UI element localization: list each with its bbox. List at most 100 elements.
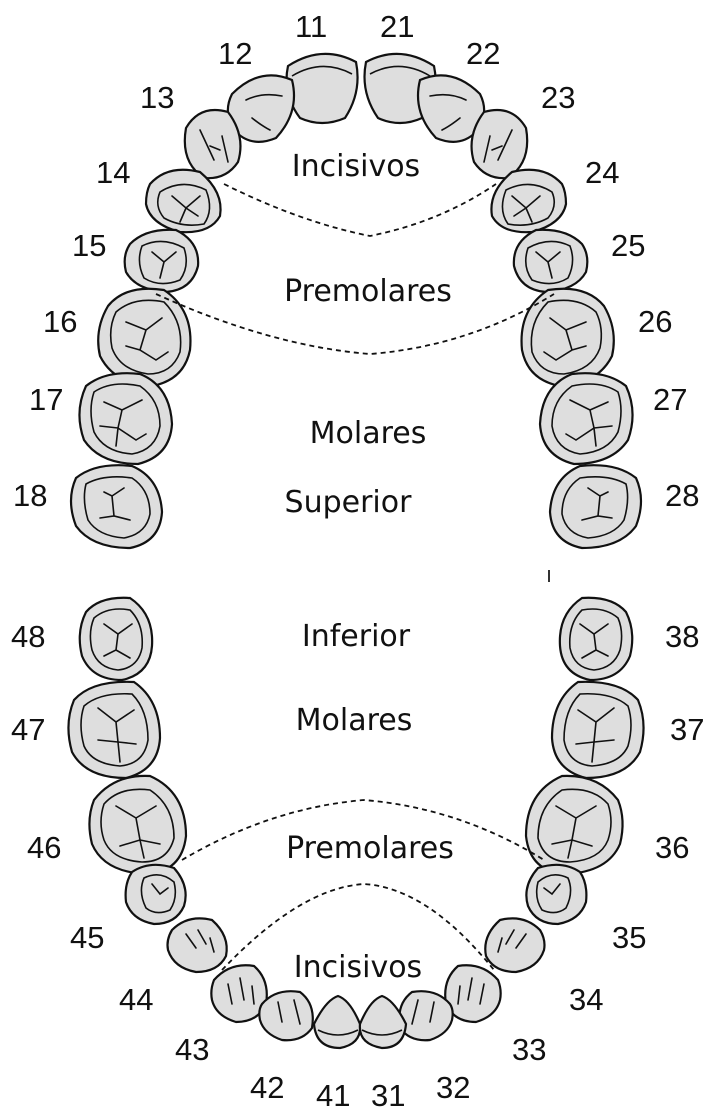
label-upper-incisors: Incisivos <box>292 149 420 184</box>
tooth-14-inner <box>156 183 211 226</box>
tooth-33-groove <box>457 977 485 1005</box>
tooth-37-inner <box>563 692 632 767</box>
tooth-36-inner <box>537 788 612 863</box>
tooth-number-25: 25 <box>611 228 645 263</box>
tooth-number-41: 41 <box>316 1078 350 1109</box>
tooth-25-fissure <box>535 251 561 279</box>
tooth-38-inner <box>568 608 623 671</box>
tooth-22-groove <box>429 93 467 131</box>
tooth-44-groove <box>185 929 215 953</box>
tooth-31 <box>358 994 408 1050</box>
upper-incisor-premolar-divider <box>223 183 497 237</box>
tooth-13-groove <box>199 129 229 163</box>
tooth-26-inner <box>530 299 603 375</box>
tooth-48-fissure <box>103 623 133 659</box>
tooth-12-groove <box>245 93 283 131</box>
tooth-11 <box>285 52 359 125</box>
lower-arch <box>67 596 645 1050</box>
tooth-43-groove <box>227 977 255 1005</box>
tooth-42-groove <box>277 999 301 1025</box>
tooth-24-fissure <box>511 195 541 223</box>
tooth-number-14: 14 <box>96 155 130 190</box>
tooth-47-inner <box>80 692 149 767</box>
tooth-number-37: 37 <box>670 712 704 747</box>
upper-arch <box>69 52 643 550</box>
tooth-number-42: 42 <box>250 1070 284 1105</box>
tooth-number-26: 26 <box>638 304 672 339</box>
tooth-24 <box>490 168 568 234</box>
tooth-46-fissure <box>115 805 161 859</box>
tooth-17-inner <box>90 383 161 455</box>
tooth-number-27: 27 <box>653 382 687 417</box>
tooth-23 <box>470 108 529 180</box>
tooth-31-edge <box>361 1029 403 1036</box>
tooth-45-fissure <box>151 883 169 896</box>
tooth-number-15: 15 <box>72 228 106 263</box>
label-lower-premolars: Premolares <box>286 831 454 866</box>
tooth-28-inner <box>561 476 629 539</box>
tooth-26-fissure <box>543 317 587 361</box>
tooth-number-21: 21 <box>380 9 414 44</box>
tooth-16-fissure <box>125 317 169 361</box>
tooth-14 <box>144 168 222 234</box>
tooth-number-47: 47 <box>11 712 45 747</box>
tooth-numbers: 11 21 12 22 13 23 14 24 15 25 16 26 17 2… <box>11 9 704 1109</box>
tooth-27-inner <box>551 383 622 455</box>
tooth-number-46: 46 <box>27 830 61 865</box>
tooth-number-35: 35 <box>612 920 646 955</box>
tooth-number-18: 18 <box>13 478 47 513</box>
tooth-number-32: 32 <box>436 1070 470 1105</box>
label-upper-molars: Molares <box>310 416 427 451</box>
label-upper-jaw: Superior <box>285 485 413 520</box>
tooth-17-fissure <box>99 399 147 447</box>
upper-premolar-molar-divider <box>155 293 555 355</box>
tooth-number-13: 13 <box>140 80 174 115</box>
tooth-15-inner <box>138 240 188 285</box>
tooth-16-inner <box>109 299 182 375</box>
tooth-38-fissure <box>579 623 609 659</box>
tooth-47 <box>67 680 162 780</box>
tooth-32 <box>398 990 454 1042</box>
tooth-34 <box>484 917 546 974</box>
tooth-number-36: 36 <box>655 830 689 865</box>
tooth-number-43: 43 <box>175 1032 209 1067</box>
tooth-18-fissure <box>99 487 131 521</box>
tooth-number-23: 23 <box>541 80 575 115</box>
tooth-48-inner <box>89 608 144 671</box>
label-upper-premolars: Premolares <box>284 274 452 309</box>
tooth-35-fissure <box>543 883 561 896</box>
tooth-41 <box>312 994 362 1050</box>
label-lower-incisors: Incisivos <box>294 950 422 985</box>
tooth-35-inner <box>535 874 572 914</box>
tooth-number-17: 17 <box>29 382 63 417</box>
tooth-45-inner <box>140 874 177 914</box>
tooth-37-fissure <box>575 707 615 763</box>
tooth-number-34: 34 <box>569 982 603 1017</box>
tooth-number-11: 11 <box>295 9 327 44</box>
tooth-25-inner <box>524 240 574 285</box>
label-lower-jaw: Inferior <box>302 619 411 654</box>
tooth-27-fissure <box>565 399 613 447</box>
tooth-47-fissure <box>97 707 137 763</box>
tooth-number-16: 16 <box>43 304 77 339</box>
tooth-34-groove <box>497 929 527 953</box>
tooth-number-12: 12 <box>218 36 252 71</box>
tooth-46-inner <box>100 788 175 863</box>
tooth-25 <box>512 228 589 294</box>
tooth-18-inner <box>83 476 151 539</box>
tooth-number-31: 31 <box>371 1078 405 1109</box>
tooth-43 <box>210 964 268 1024</box>
tooth-42 <box>258 990 314 1042</box>
tooth-number-44: 44 <box>119 982 153 1017</box>
tooth-14-fissure <box>171 195 201 223</box>
tooth-24-inner <box>501 183 556 226</box>
tooth-11-edge <box>291 65 353 77</box>
tooth-number-38: 38 <box>665 619 699 654</box>
tooth-36-fissure <box>551 805 597 859</box>
tooth-number-45: 45 <box>70 920 104 955</box>
tooth-15 <box>123 228 200 294</box>
tooth-17 <box>78 372 174 466</box>
tooth-41-edge <box>317 1029 359 1036</box>
tooth-number-22: 22 <box>466 36 500 71</box>
